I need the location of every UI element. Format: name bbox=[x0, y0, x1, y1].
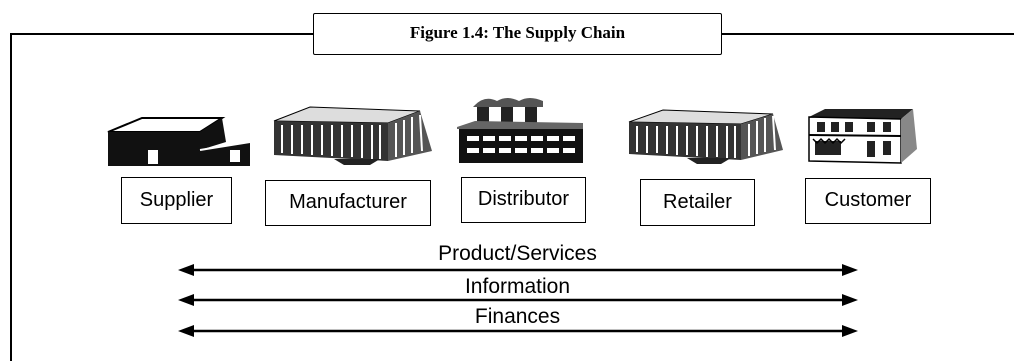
customer-house-icon bbox=[808, 109, 917, 164]
supplier-building-icon bbox=[107, 117, 251, 166]
node-label-retailer: Retailer bbox=[640, 179, 755, 226]
node-label-customer: Customer bbox=[805, 178, 931, 224]
node-label-supplier: Supplier bbox=[121, 177, 232, 224]
arrow-information bbox=[178, 294, 858, 306]
flow-label-information: Information bbox=[464, 275, 571, 298]
retailer-building-icon bbox=[628, 109, 783, 164]
distributor-factory-icon bbox=[457, 98, 583, 163]
figure-caption: Figure 1.4: The Supply Chain bbox=[313, 13, 722, 55]
flow-label-finances: Finances bbox=[474, 305, 561, 328]
manufacturer-factory-icon bbox=[273, 106, 432, 165]
arrow-finances bbox=[178, 325, 858, 337]
node-label-distributor: Distributor bbox=[461, 177, 586, 223]
flow-label-product-services: Product/Services bbox=[438, 242, 597, 265]
node-label-manufacturer: Manufacturer bbox=[265, 180, 431, 226]
arrow-product-services bbox=[178, 264, 858, 276]
